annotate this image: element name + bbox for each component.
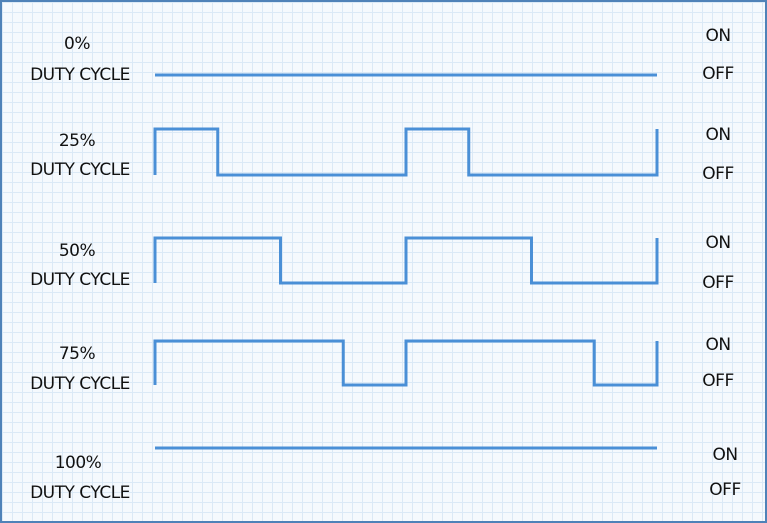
duty-percent-label: 25%: [58, 131, 96, 151]
on-label: ON: [712, 445, 738, 465]
duty-percent-label: 0%: [64, 34, 90, 54]
duty-percent-label: 75%: [58, 344, 96, 364]
waveform-25-percent: [153, 127, 659, 177]
off-label: OFF: [702, 64, 734, 84]
off-label: OFF: [702, 371, 734, 391]
off-label: OFF: [709, 480, 741, 500]
on-label: ON: [705, 335, 731, 355]
off-label: OFF: [702, 273, 734, 293]
duty-percent-label: 50%: [58, 241, 96, 261]
on-label: ON: [705, 125, 731, 145]
duty-percent-label: 100%: [54, 453, 102, 473]
on-label: ON: [705, 26, 731, 46]
waveform-50-percent: [153, 236, 659, 285]
duty-caption: DUTY CYCLE: [30, 483, 130, 503]
duty-caption: DUTY CYCLE: [30, 270, 130, 290]
off-label: OFF: [702, 164, 734, 184]
on-label: ON: [705, 233, 731, 253]
waveform-75-percent: [153, 339, 659, 387]
duty-caption: DUTY CYCLE: [30, 374, 130, 394]
duty-caption: DUTY CYCLE: [30, 65, 130, 85]
duty-caption: DUTY CYCLE: [30, 160, 130, 180]
